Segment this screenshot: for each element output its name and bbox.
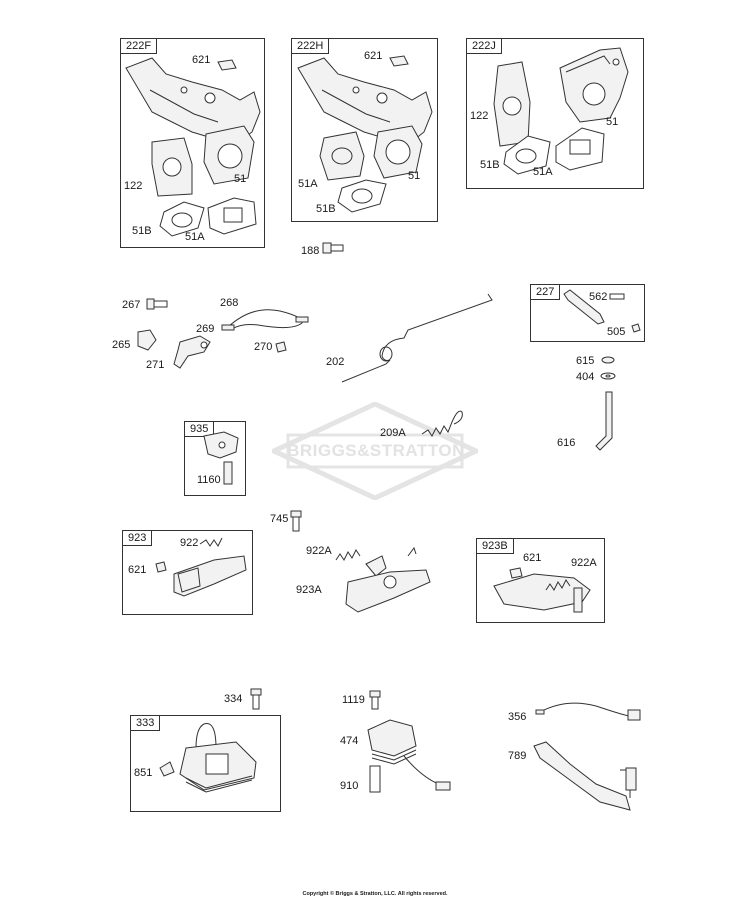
callout-621: 621 [192,54,211,66]
governor-link-drawing [341,293,493,383]
callout-616: 616 [557,437,576,449]
control-bracket-drawing [297,55,433,213]
callout-271: 271 [146,359,165,371]
callout-269: 269 [196,323,215,335]
callout-202: 202 [326,356,345,368]
callout-51a: 51A [533,166,553,178]
callout-745: 745 [270,513,289,525]
kit-tag: 222J [466,38,502,54]
callout-188: 188 [301,245,320,257]
callout-1160: 1160 [197,474,221,486]
callout-51a: 51A [298,178,318,190]
callout-562: 562 [589,291,608,303]
watermark-text: BRIGGS&STRATTON [287,441,465,460]
callout-265: 265 [112,339,131,351]
callout-404: 404 [576,371,595,383]
callout-270: 270 [254,341,273,353]
kit-tag: 222H [291,38,330,54]
screw-drawing [290,510,302,532]
callout-209a: 209A [380,427,406,439]
control-bracket-drawing [125,57,261,237]
callout-1119: 1119 [342,694,365,706]
callout-51b: 51B [132,225,152,237]
callout-51a: 51A [185,231,205,243]
governor-control-drawing [155,537,247,597]
bolt-drawing [250,688,262,710]
shaft-drawing [595,356,616,451]
kit-tag: 333 [130,715,161,731]
callout-267: 267 [122,299,141,311]
kit-tag: 935 [184,421,215,437]
governor-control-drawing [493,567,591,613]
callout-51: 51 [606,116,619,128]
callout-122: 122 [470,110,489,122]
callout-334: 334 [224,693,243,705]
watermark-logo [272,402,478,500]
control-bracket-drawing [493,47,629,175]
callout-51: 51 [408,170,421,182]
callout-621: 621 [523,552,542,564]
callout-505: 505 [607,326,626,338]
wire-harness-drawing [533,741,637,811]
screw-drawing [146,298,168,310]
callout-615: 615 [576,355,595,367]
governor-control-drawing [335,546,431,613]
kit-tag: 923 [122,530,153,546]
linkage-drawing [137,329,287,369]
callout-851: 851 [134,767,153,779]
kit-tag: 923B [476,538,514,554]
callout-51b: 51B [316,203,336,215]
ignition-coil-drawing [159,723,257,793]
armature-drawing [367,690,451,793]
callout-51: 51 [234,173,247,185]
callout-122: 122 [124,180,143,192]
callout-922a: 922A [306,545,332,557]
callout-356: 356 [508,711,527,723]
callout-922: 922 [180,537,199,549]
spring-drawing [421,410,463,437]
callout-621: 621 [364,50,383,62]
callout-910: 910 [340,780,359,792]
callout-923a: 923A [296,584,322,596]
callout-922a: 922A [571,557,597,569]
kit-tag: 227 [530,284,561,300]
cable-drawing [221,309,309,331]
bracket-drawing [203,431,239,485]
lever-drawing [563,289,641,333]
callout-789: 789 [508,750,527,762]
callout-621: 621 [128,564,147,576]
copyright-notice: Copyright © Briggs & Stratton, LLC. All … [302,891,448,897]
callout-51b: 51B [480,159,500,171]
callout-474: 474 [340,735,359,747]
kit-tag: 222F [120,38,158,54]
callout-268: 268 [220,297,239,309]
bolt-drawing [322,242,344,254]
wire-drawing [535,702,641,721]
